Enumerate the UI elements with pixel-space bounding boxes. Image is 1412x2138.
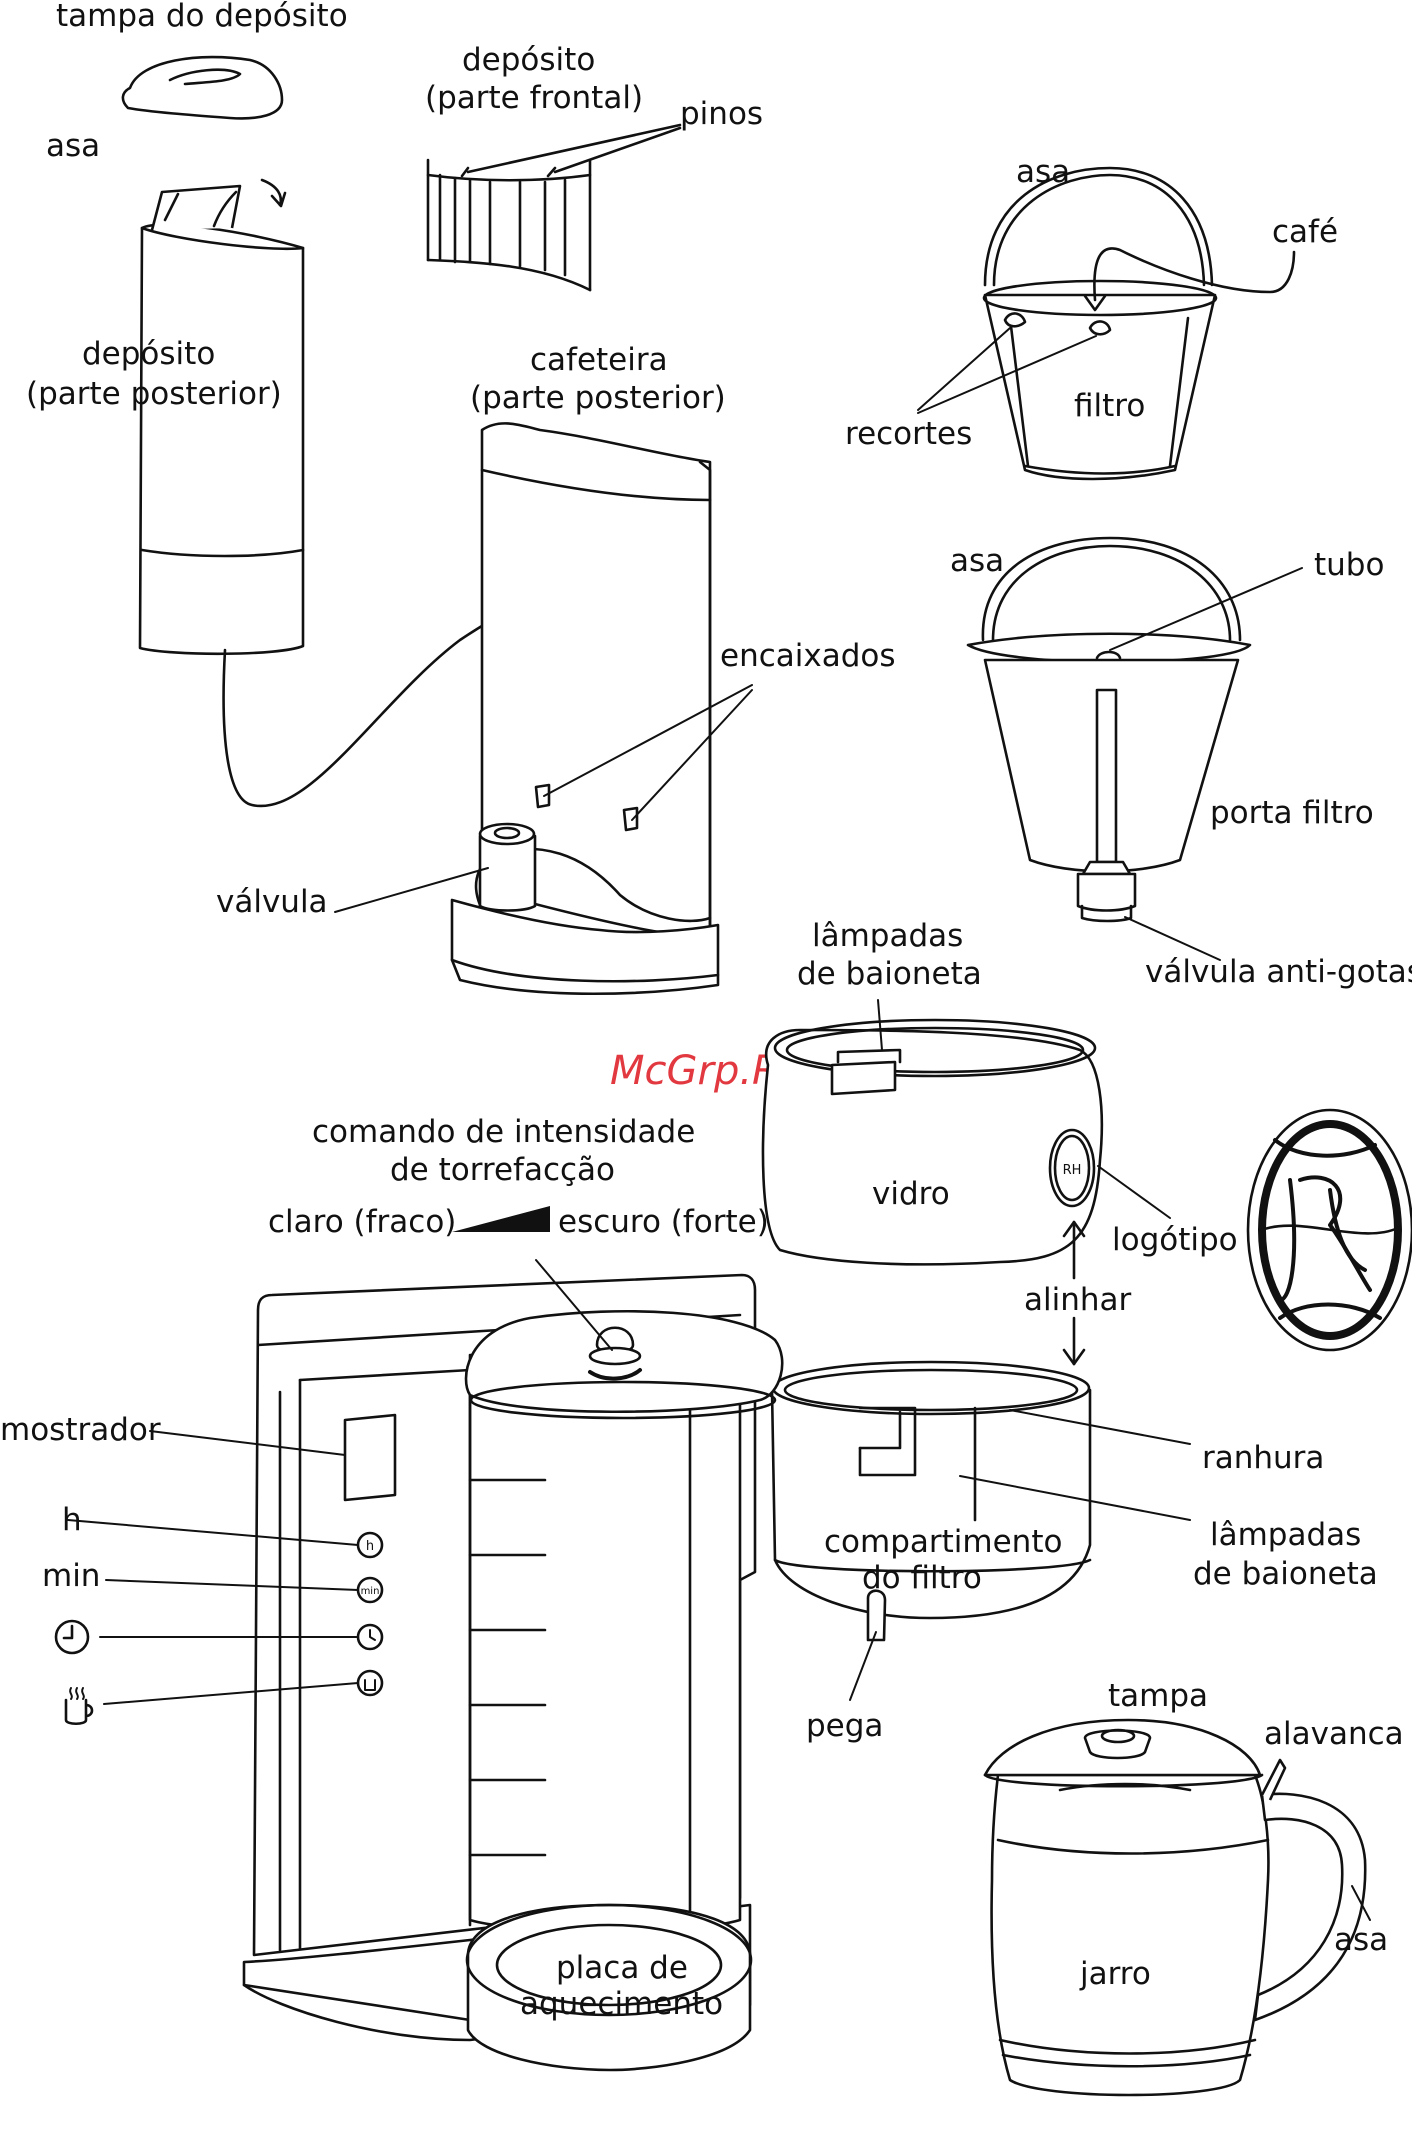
h-button-icon: h <box>366 1539 374 1554</box>
label-encaixados: encaixados <box>720 638 896 674</box>
label-logotipo: logótipo <box>1112 1222 1238 1258</box>
label-tubo: tubo <box>1314 547 1384 583</box>
label-min: min <box>42 1558 100 1594</box>
label-mostrador: mostrador <box>0 1412 161 1448</box>
glass-logo-text: RH <box>1063 1163 1082 1178</box>
labels: tampa do depósito depósito (parte fronta… <box>0 0 1412 2022</box>
min-button-icon: min <box>361 1586 380 1597</box>
label-filtro: filtro <box>1074 388 1145 424</box>
label-tampa: tampa <box>1108 1678 1208 1714</box>
coffee-maker-rear-drawing <box>334 422 753 996</box>
label-lampadas-baioneta-top-1: lâmpadas <box>812 918 963 954</box>
side-icons <box>54 1619 94 1726</box>
coffee-maker-main-drawing: h min <box>67 1206 784 2072</box>
label-porta-filtro: porta filtro <box>1210 795 1374 831</box>
label-asa-filtro: asa <box>1016 154 1070 190</box>
label-lampadas-baioneta-top-2: de baioneta <box>797 956 982 992</box>
label-compartimento-1: compartimento <box>824 1524 1062 1560</box>
label-deposito-frontal-1: depósito <box>462 42 595 78</box>
label-pinos: pinos <box>680 96 763 132</box>
glass-drawing: RH <box>761 999 1171 1266</box>
label-lampadas-baioneta-bottom-2: de baioneta <box>1193 1556 1378 1592</box>
label-recortes: recortes <box>845 416 972 452</box>
jug-drawing <box>983 1718 1371 2097</box>
label-vidro: vidro <box>872 1176 950 1212</box>
label-deposito-posterior-2: (parte posterior) <box>26 376 282 412</box>
tank-lid-drawing <box>121 55 284 120</box>
label-comando-1: comando de intensidade <box>312 1114 695 1150</box>
label-valvula-anti-gotas: válvula anti-gotas <box>1145 954 1412 990</box>
reservoir-front-drawing <box>426 123 682 292</box>
filter-holder-drawing <box>966 536 1303 961</box>
label-jarro: jarro <box>1079 1956 1151 1992</box>
label-claro: claro (fraco) <box>268 1204 456 1240</box>
label-compartimento-2: do filtro <box>862 1560 982 1596</box>
filter-drawing <box>917 166 1296 481</box>
label-cafe: café <box>1272 214 1338 250</box>
label-h: h <box>62 1502 82 1538</box>
filter-compartment-drawing <box>770 1360 1191 1701</box>
label-lampadas-baioneta-bottom-1: lâmpadas <box>1210 1517 1361 1553</box>
label-pega: pega <box>806 1708 883 1744</box>
label-cafeteira-posterior-2: (parte posterior) <box>470 380 726 416</box>
label-comando-2: de torrefacção <box>390 1152 615 1188</box>
align-arrows <box>1062 1220 1086 1366</box>
label-cafeteira-posterior-1: cafeteira <box>530 342 668 378</box>
logo-emblem <box>1246 1108 1412 1352</box>
label-asa-jarro: asa <box>1334 1922 1388 1958</box>
label-alavanca: alavanca <box>1264 1716 1404 1752</box>
label-alinhar: alinhar <box>1024 1282 1132 1318</box>
label-tampa-deposito: tampa do depósito <box>56 0 348 34</box>
label-asa-porta-filtro: asa <box>950 543 1004 579</box>
label-deposito-posterior-1: depósito <box>82 336 215 372</box>
label-escuro: escuro (forte) <box>558 1204 769 1240</box>
label-placa-1: placa de <box>556 1950 688 1986</box>
label-deposito-frontal-2: (parte frontal) <box>425 80 643 116</box>
label-ranhura: ranhura <box>1202 1440 1324 1476</box>
label-asa-deposito: asa <box>46 128 100 164</box>
reservoir-rear-drawing <box>138 178 589 808</box>
label-valvula: válvula <box>216 884 328 920</box>
label-placa-2: aquecimento <box>520 1986 723 2022</box>
